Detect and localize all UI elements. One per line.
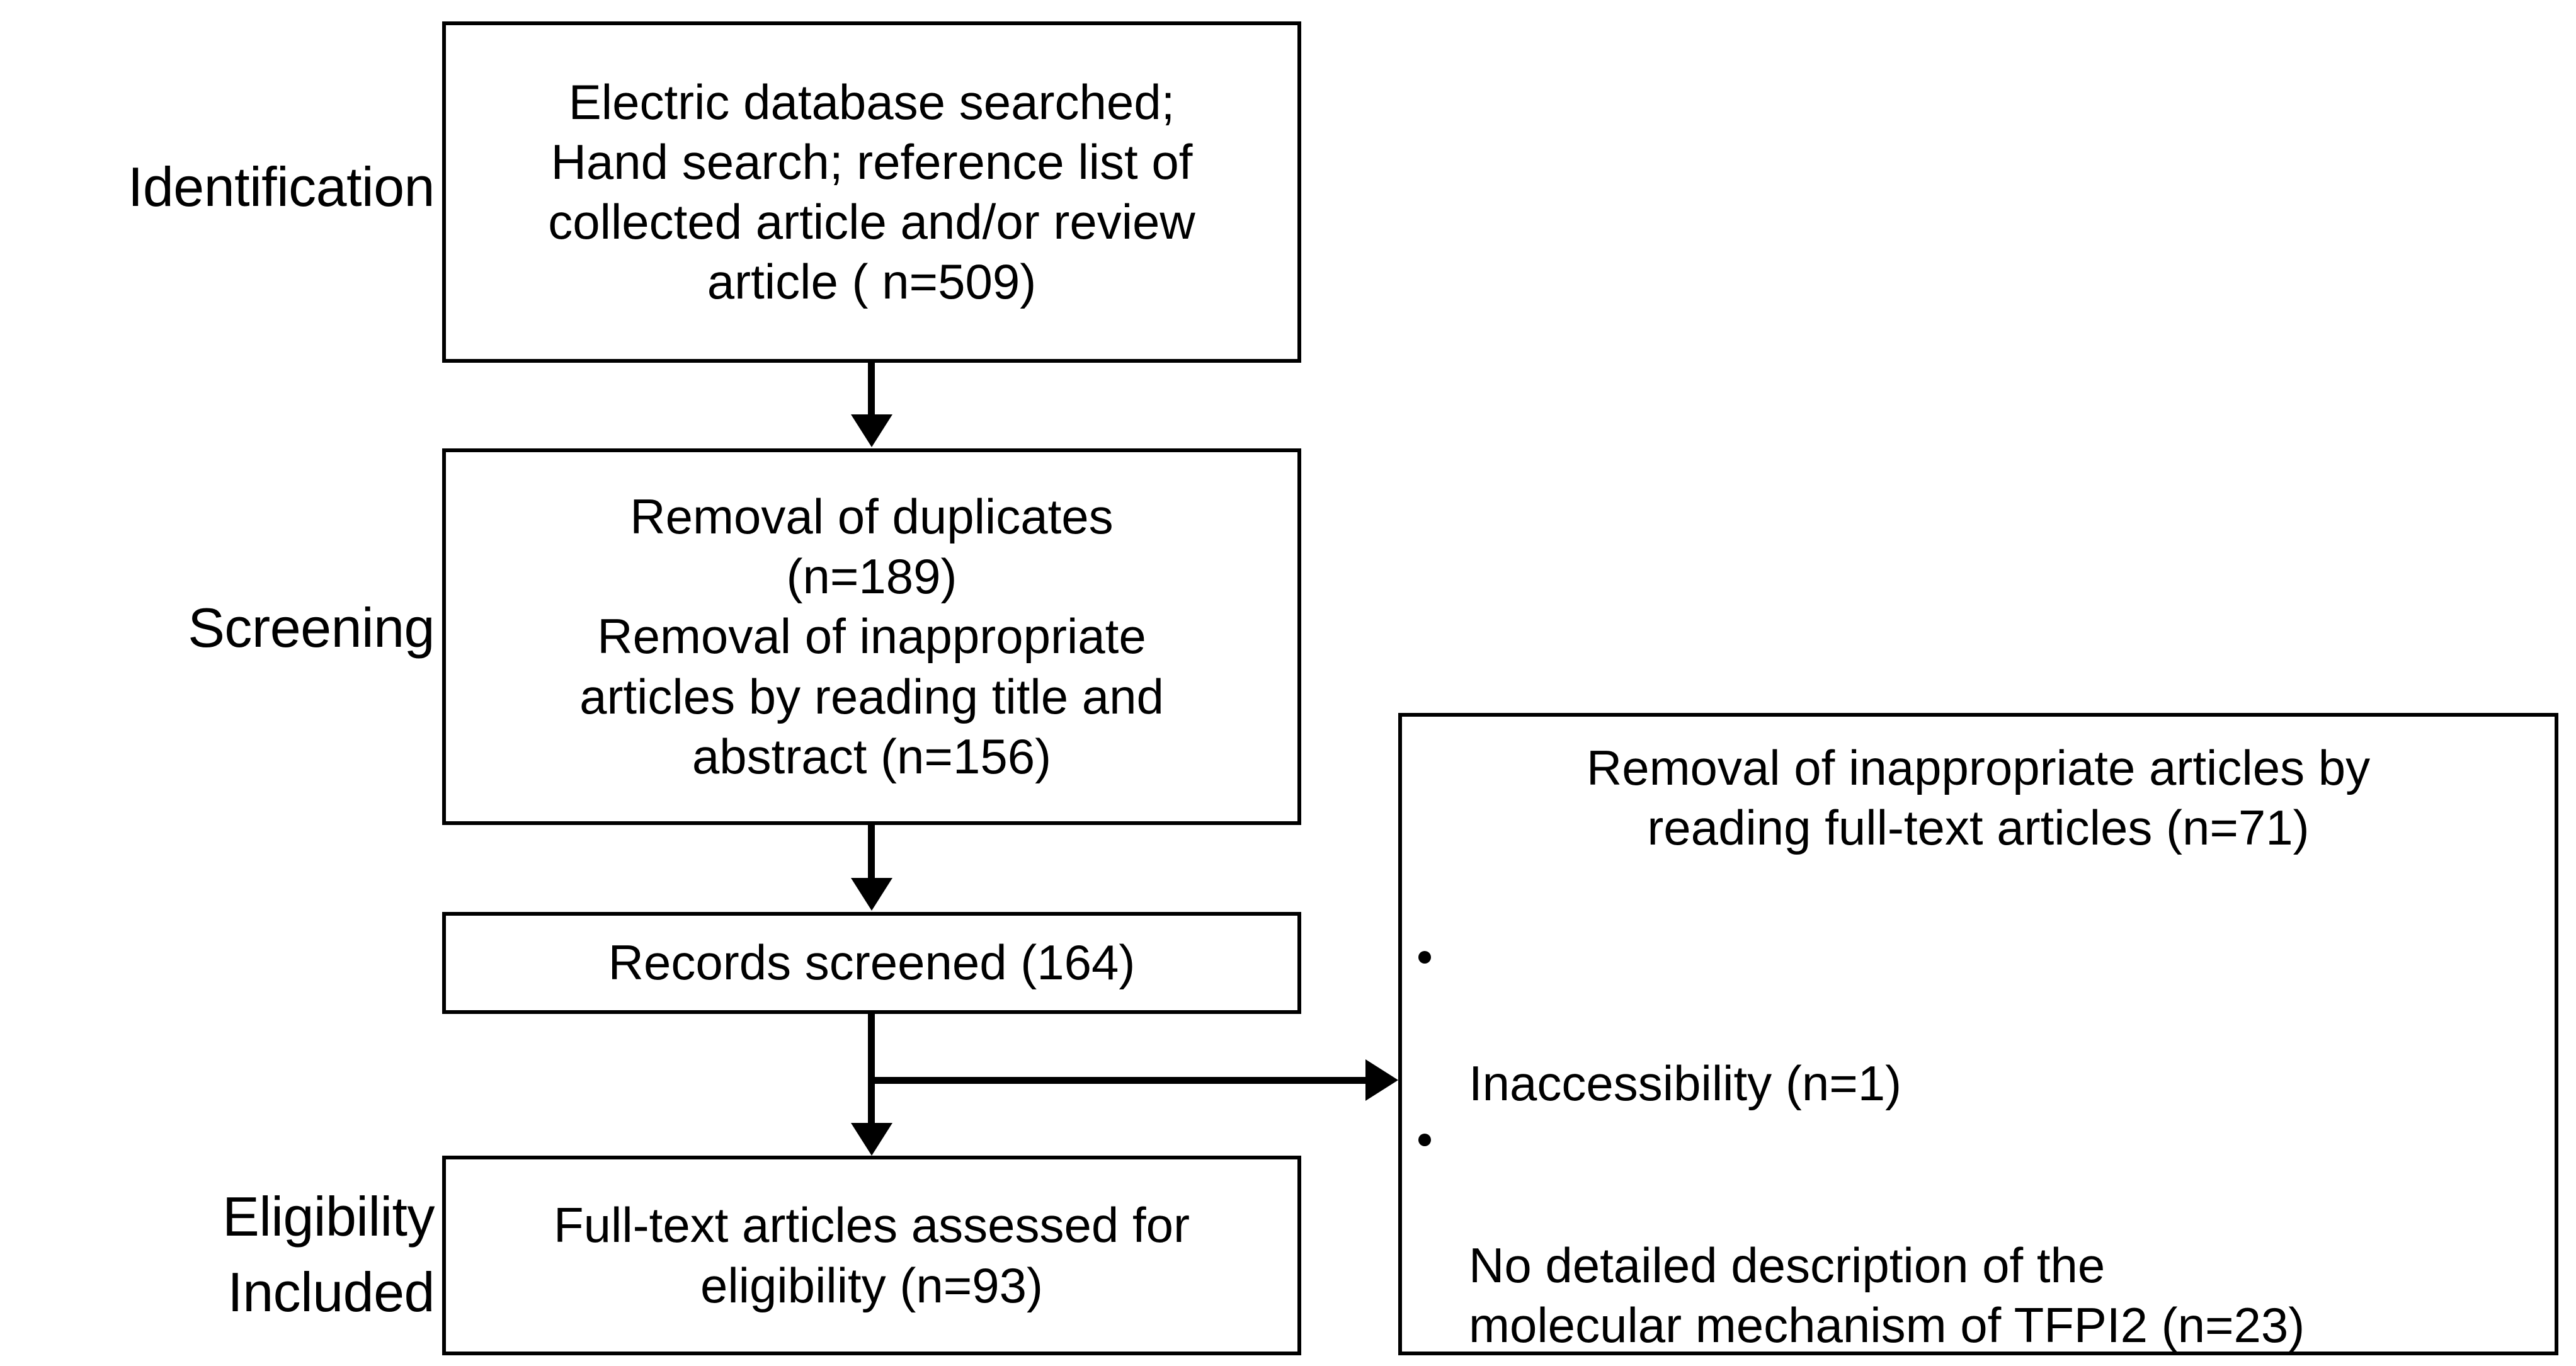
- exclusion-reason-item: No detailed description of the molecular…: [1402, 1116, 2555, 1356]
- connector-records-to-fulltext-arrowhead: [851, 1123, 892, 1156]
- records-screened-box-text: Records screened (164): [608, 935, 1136, 991]
- full-text-box-text: Full-text articles assessed for eligibil…: [553, 1197, 1190, 1313]
- records-screened-box: Records screened (164): [442, 912, 1301, 1014]
- stage-label-screening: Screening: [188, 596, 435, 659]
- screening-box-text: Removal of duplicates (n=189) Removal of…: [579, 489, 1164, 784]
- connector-screening-to-records-arrowhead: [851, 878, 892, 911]
- exclusion-reason-label: Inaccessibility (n=1): [1469, 1055, 1902, 1111]
- stage-label-eligibility: Eligibility: [222, 1185, 435, 1248]
- exclusion-reason-label: No detailed description of the molecular…: [1469, 1238, 2305, 1353]
- connector-identification-to-screening-line: [868, 363, 875, 417]
- bullet-icon: [1418, 1133, 1431, 1146]
- identification-box: Electric database searched; Hand search;…: [442, 21, 1301, 363]
- connector-records-to-exclusion-arrowhead: [1365, 1059, 1398, 1101]
- connector-identification-to-screening-arrowhead: [851, 414, 892, 447]
- connector-screening-to-records-line: [868, 825, 875, 880]
- exclusion-reason-item: No detailed description of the molecular…: [1402, 1358, 2555, 1366]
- exclusion-reason-list: Inaccessibility (n=1) No detailed descri…: [1402, 933, 2555, 1366]
- exclusion-box-title: Removal of inappropriate articles by rea…: [1586, 740, 2371, 856]
- bullet-icon: [1418, 951, 1431, 964]
- identification-box-text: Electric database searched; Hand search;…: [548, 74, 1195, 310]
- full-text-box: Full-text articles assessed for eligibil…: [442, 1156, 1301, 1355]
- stage-label-identification: Identification: [127, 156, 435, 218]
- exclusion-reason-item: Inaccessibility (n=1): [1402, 933, 2555, 1113]
- exclusion-box: Removal of inappropriate articles by rea…: [1398, 713, 2558, 1355]
- connector-records-to-exclusion-line: [871, 1077, 1369, 1084]
- stage-label-included: Included: [227, 1261, 435, 1323]
- screening-box: Removal of duplicates (n=189) Removal of…: [442, 448, 1301, 825]
